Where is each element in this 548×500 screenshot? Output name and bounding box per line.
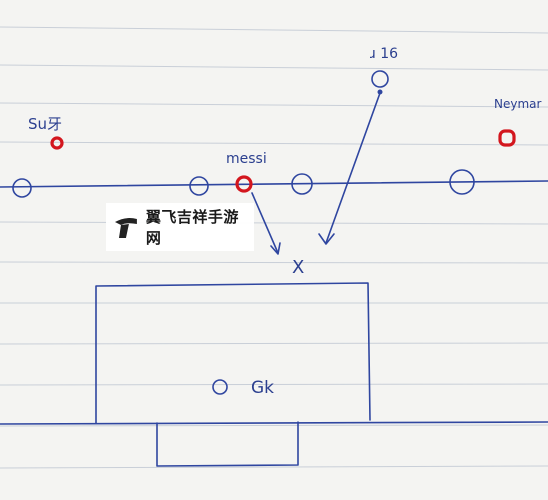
defender-marker — [12, 178, 32, 198]
watermark-badge: 翼飞吉祥手游网 — [106, 203, 254, 251]
goalkeeper-label: Gk — [251, 378, 274, 398]
defensive-line — [0, 180, 548, 188]
watermark-text: 翼飞吉祥手游网 — [145, 208, 239, 247]
neymar-label: Neymar — [494, 97, 542, 111]
suarez-label: Su牙 — [28, 115, 62, 133]
defender-marker-top — [371, 70, 389, 88]
defender-run-arrow — [325, 92, 381, 244]
arrowhead — [270, 242, 281, 255]
neymar-marker — [498, 129, 516, 147]
suarez-marker — [50, 136, 64, 150]
ruled-lines — [0, 26, 548, 469]
target-mark-label: X — [292, 257, 304, 278]
defender-marker — [189, 176, 209, 196]
defender-marker — [291, 173, 313, 195]
goalkeeper-marker — [212, 379, 228, 395]
goal-line — [0, 421, 548, 425]
goal-box — [156, 421, 299, 467]
defender-dot — [377, 89, 383, 95]
defender-marker — [449, 169, 475, 195]
defender-top-label: ɹ 16 — [370, 46, 398, 62]
arrowhead — [318, 233, 335, 245]
messi-run-arrow — [251, 192, 279, 254]
penalty-box — [95, 282, 371, 424]
watermark-logo-icon — [114, 218, 137, 238]
messi-marker — [235, 175, 253, 193]
messi-label: messi — [226, 151, 267, 167]
